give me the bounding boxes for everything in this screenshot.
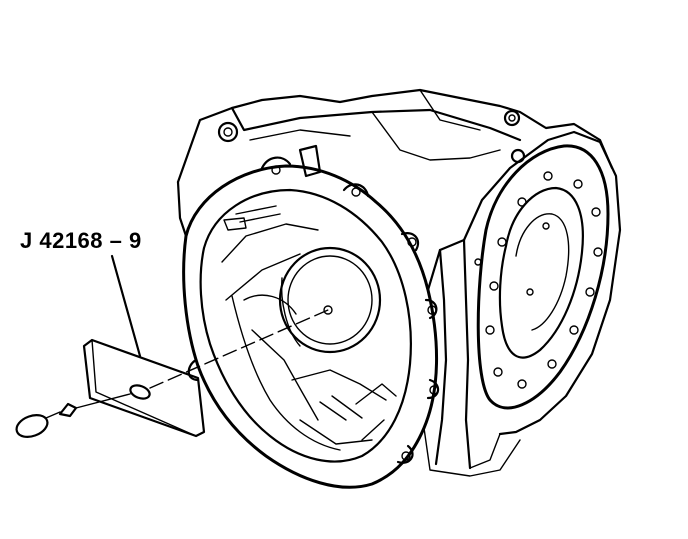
install-path-line: [149, 309, 329, 389]
tool-label: J 42168 – 9: [20, 228, 142, 253]
pull-ring: [15, 393, 131, 438]
label-leader-line: [110, 254, 142, 358]
filter-plate: [82, 338, 206, 438]
transmission-case: [176, 88, 622, 489]
